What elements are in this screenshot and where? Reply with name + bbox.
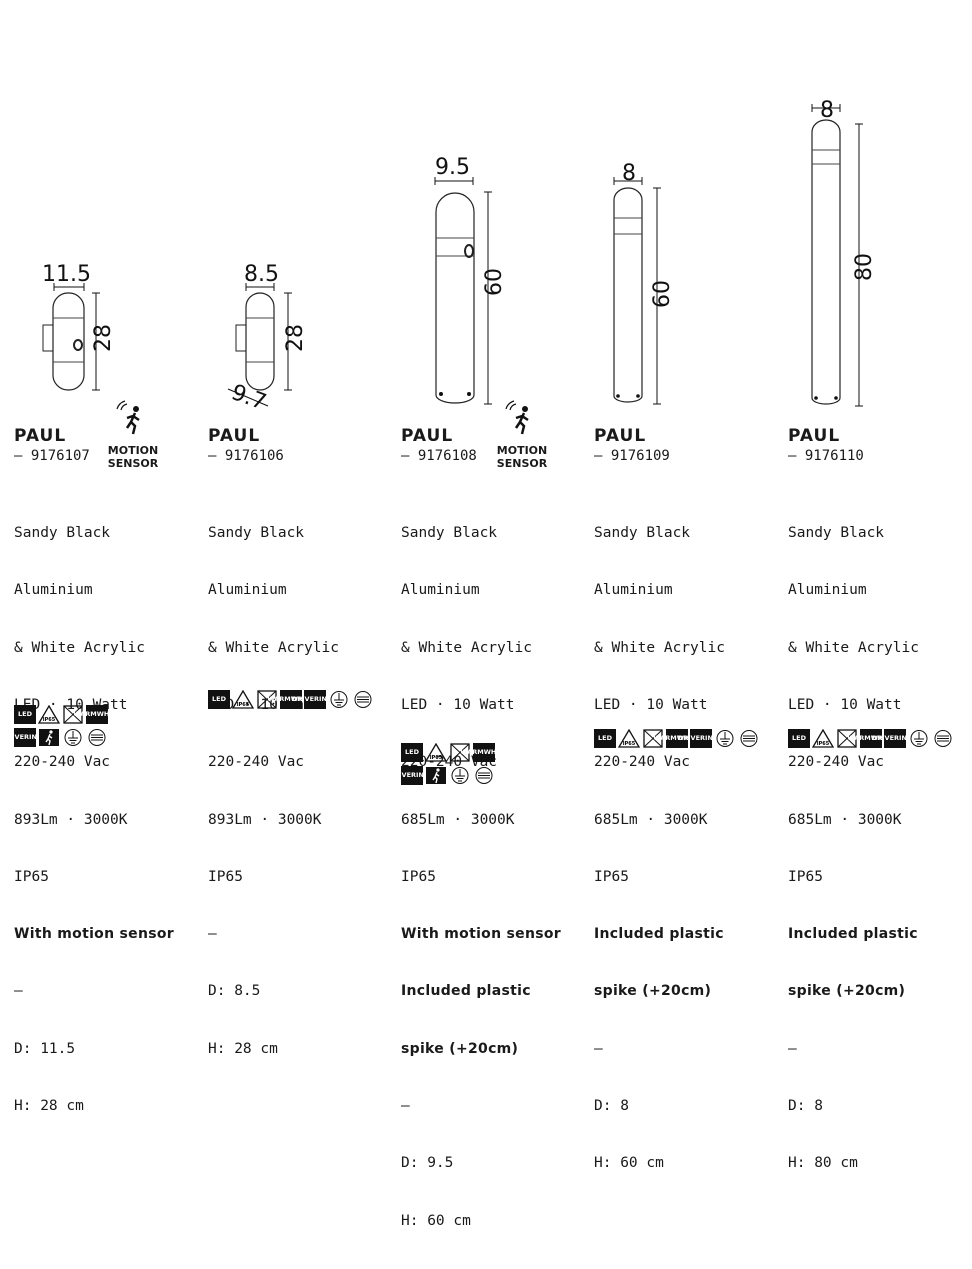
no-cover-icon bbox=[62, 705, 84, 724]
svg-text:IP65: IP65 bbox=[817, 741, 830, 747]
product-specs: Sandy Black Aluminium & White Acrylic LE… bbox=[788, 525, 919, 1172]
height-dimension: 60 bbox=[650, 280, 675, 308]
product-drawing: 9.5 60 bbox=[401, 0, 591, 420]
product-name: PAUL bbox=[594, 426, 647, 446]
svg-text:IP65: IP65 bbox=[43, 717, 56, 723]
depth-dimension: 9.7 bbox=[228, 380, 269, 415]
no-cover-icon bbox=[256, 690, 278, 709]
height-dimension: 28 bbox=[91, 324, 116, 352]
width-dimension: 8.5 bbox=[244, 262, 279, 287]
no-cover-icon bbox=[449, 743, 471, 762]
motion-sensor-small-icon bbox=[425, 766, 447, 785]
earth-ground-icon bbox=[714, 729, 736, 748]
product-specs: Sandy Black Aluminium & White Acrylic LE… bbox=[594, 525, 725, 1172]
product-drawing: 8 60 bbox=[594, 0, 784, 420]
bollard-drawing: 8 80 bbox=[811, 98, 877, 407]
product-name: PAUL bbox=[14, 426, 67, 446]
led-icon: LED bbox=[788, 729, 810, 748]
product-name: PAUL bbox=[401, 426, 454, 446]
product-9176110: 8 80 PAUL — 9176110 Sandy Black Aluminiu… bbox=[788, 0, 972, 1171]
earth-ground-icon bbox=[62, 728, 84, 747]
wall-light-drawing: 11.5 28 bbox=[42, 262, 116, 391]
ip65-icon: IP65 bbox=[811, 728, 835, 748]
bollard-drawing: 9.5 60 bbox=[434, 155, 507, 405]
product-specs: Sandy Black Aluminium & White Acrylic LE… bbox=[14, 525, 174, 1114]
no-cover-icon bbox=[642, 729, 664, 748]
product-code: — 9176106 bbox=[208, 448, 284, 464]
earth-ground-icon bbox=[328, 690, 350, 709]
product-drawing: 8.5 28 9.7 bbox=[208, 0, 398, 420]
ip65-icon: IP65 bbox=[37, 704, 61, 724]
product-9176109: 8 60 PAUL — 9176109 Sandy Black Aluminiu… bbox=[594, 0, 784, 1171]
height-dimension: 80 bbox=[852, 253, 877, 281]
height-dimension: 60 bbox=[482, 268, 507, 296]
earth-ground-icon bbox=[908, 729, 930, 748]
motion-sensor-small-icon bbox=[38, 728, 60, 747]
svg-text:IP65: IP65 bbox=[237, 702, 250, 708]
led-icon: LED bbox=[594, 729, 616, 748]
dimmable-icon bbox=[932, 729, 954, 748]
earth-ground-icon bbox=[449, 766, 471, 785]
width-dimension: 11.5 bbox=[42, 262, 91, 287]
led-icon: LED bbox=[14, 705, 36, 724]
svg-text:IP65: IP65 bbox=[623, 741, 636, 747]
ip65-icon: IP65 bbox=[617, 728, 641, 748]
product-drawing: 11.5 28 bbox=[14, 0, 204, 420]
motion-sensor-icon bbox=[505, 400, 529, 435]
dimmable-icon bbox=[352, 690, 374, 709]
product-9176106: 8.5 28 9.7 PAUL — 9176106 Sandy Black Al… bbox=[208, 0, 398, 1057]
motion-sensor-icon bbox=[116, 400, 140, 435]
product-specs: Sandy Black Aluminium & White Acrylic LE… bbox=[401, 525, 561, 1229]
dimmable-icon bbox=[473, 766, 495, 785]
product-drawing: 8 80 bbox=[788, 0, 972, 420]
led-icon: LED bbox=[208, 690, 230, 709]
product-code: — 9176108 bbox=[401, 448, 477, 464]
product-name: PAUL bbox=[788, 426, 841, 446]
no-cover-icon bbox=[836, 729, 858, 748]
product-specs: Sandy Black Aluminium & White Acrylic LE… bbox=[208, 525, 339, 1057]
width-dimension: 8 bbox=[820, 98, 834, 123]
product-code: — 9176107 bbox=[14, 448, 90, 464]
ip65-icon: IP65 bbox=[424, 742, 448, 762]
svg-text:IP65: IP65 bbox=[430, 755, 443, 761]
width-dimension: 8 bbox=[622, 161, 636, 186]
wall-light-drawing: 8.5 28 9.7 bbox=[227, 262, 308, 416]
led-icon: LED bbox=[401, 743, 423, 762]
product-name: PAUL bbox=[208, 426, 261, 446]
dimmable-icon bbox=[86, 728, 108, 747]
ip65-icon: IP65 bbox=[231, 689, 255, 709]
height-dimension: 28 bbox=[283, 324, 308, 352]
width-dimension: 9.5 bbox=[435, 155, 470, 180]
dimmable-icon bbox=[738, 729, 760, 748]
product-code: — 9176110 bbox=[788, 448, 864, 464]
product-code: — 9176109 bbox=[594, 448, 670, 464]
bollard-drawing: 8 60 bbox=[613, 161, 675, 405]
